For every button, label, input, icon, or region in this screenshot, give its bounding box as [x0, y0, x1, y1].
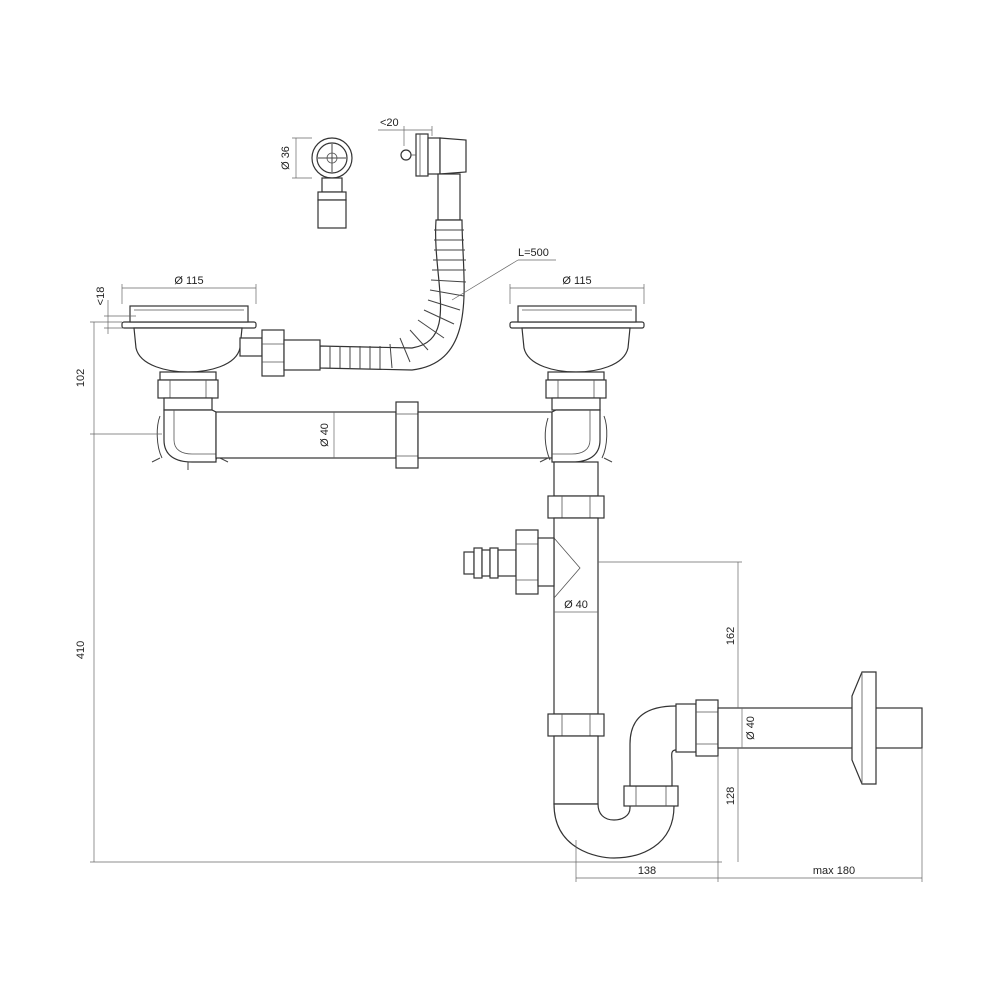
side-inlet-fitting: [463, 529, 555, 595]
vertical-pipe-diameter-dim: Ø 40: [554, 599, 598, 613]
overflow-depth-dim: <20: [378, 117, 433, 146]
right-elbow: [539, 409, 613, 470]
width-138-label: 138: [638, 865, 656, 877]
left-elbow: [151, 409, 229, 470]
outlet-diameter-label: Ø 40: [745, 716, 757, 740]
connecting-pipe-diameter-dim: Ø 40: [319, 412, 335, 458]
height-410-dim: 410: [75, 434, 722, 863]
overflow-head: [400, 133, 467, 177]
right-basket-diameter-dim: Ø 115: [509, 275, 645, 304]
p-trap: [547, 699, 719, 859]
overflow-grille: [311, 137, 353, 229]
outlet-diameter-dim: Ø 40: [741, 708, 757, 748]
overflow-diameter-dim: Ø 36: [280, 137, 312, 179]
left-overflow-connector: [239, 329, 321, 377]
right-basket-diameter-label: Ø 115: [562, 275, 591, 287]
left-basket-strainer: [121, 305, 257, 411]
width-max-180-label: max 180: [813, 865, 855, 877]
vertical-drain-pipe: [547, 461, 605, 715]
height-128-label: 128: [725, 787, 737, 805]
overflow-diameter-label: Ø 36: [280, 146, 292, 170]
height-162-label: 162: [725, 627, 737, 645]
width-max-180-dim: max 180: [718, 748, 923, 882]
right-basket-strainer: [509, 305, 645, 411]
wall-outlet-pipe: [717, 671, 923, 785]
height-18-label: <18: [95, 287, 107, 306]
height-102-dim: 102: [75, 321, 162, 435]
flexible-overflow-hose: [319, 173, 467, 371]
height-18-dim: <18: [95, 287, 136, 334]
height-128-dim: 128: [725, 748, 739, 862]
height-102-label: 102: [75, 369, 87, 387]
overflow-depth-label: <20: [380, 117, 399, 129]
pipe-diameter-top-label: Ø 40: [319, 423, 331, 447]
left-basket-diameter-dim: Ø 115: [121, 275, 257, 304]
width-138-dim: 138: [575, 756, 719, 882]
hose-length-label: L=500: [518, 247, 549, 259]
height-162-dim: 162: [598, 561, 742, 708]
height-410-label: 410: [75, 641, 87, 659]
hose-length-dim: L=500: [451, 247, 556, 301]
left-basket-diameter-label: Ø 115: [174, 275, 203, 287]
connecting-pipe: [215, 401, 553, 469]
pipe-diameter-mid-label: Ø 40: [564, 599, 588, 611]
